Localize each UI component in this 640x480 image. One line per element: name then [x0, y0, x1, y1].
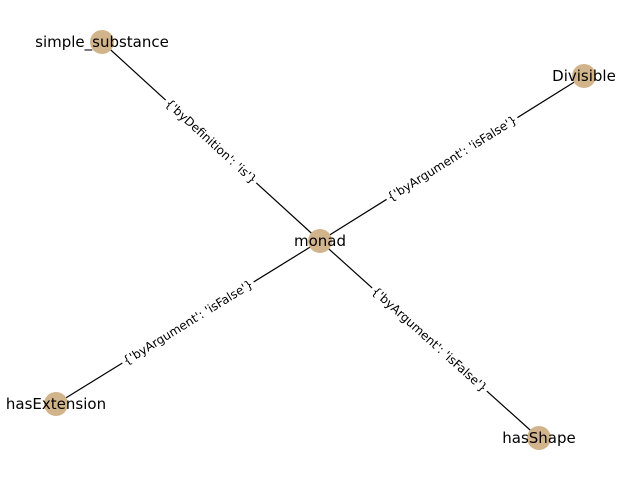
node-label-monad: monad	[294, 232, 346, 250]
edge-label: {'byArgument': 'isFalse'}	[369, 284, 490, 395]
edge-label-background	[160, 94, 262, 189]
node-label-Divisible: Divisible	[552, 67, 616, 85]
edge-label-group-2: {'byArgument': 'isFalse'}	[118, 275, 258, 370]
node-simple_substance[interactable]	[90, 30, 114, 54]
node-hasShape[interactable]	[527, 426, 551, 450]
node-hasExtension[interactable]	[44, 392, 68, 416]
edge-label-background	[382, 110, 522, 207]
edge-label-background	[366, 281, 493, 398]
nodes-layer	[44, 30, 596, 450]
node-monad[interactable]	[308, 229, 332, 253]
node-label-simple_substance: simple_substance	[35, 33, 169, 52]
node-Divisible[interactable]	[572, 64, 596, 88]
edge-label: {'byDefinition': 'is'}	[162, 96, 259, 186]
edge-label-group-3: {'byArgument': 'isFalse'}	[366, 281, 493, 398]
edge-label: {'byArgument': 'isFalse'}	[120, 277, 255, 368]
node-label-hasShape: hasShape	[502, 429, 575, 447]
node-label-hasExtension: hasExtension	[6, 395, 106, 413]
edge-label: {'byArgument': 'isFalse'}	[385, 113, 520, 205]
edge-label-group-1: {'byArgument': 'isFalse'}	[382, 110, 522, 207]
edge-label-background	[118, 275, 258, 370]
edge-label-group-0: {'byDefinition': 'is'}	[160, 94, 262, 189]
